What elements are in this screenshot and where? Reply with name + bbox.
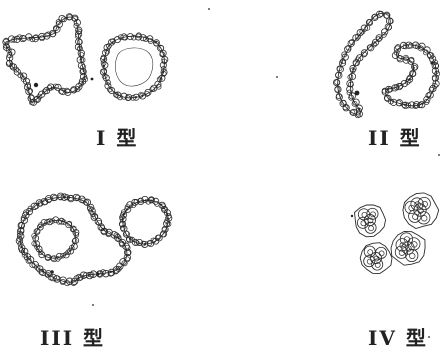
type-1-drawing	[0, 5, 222, 115]
speck	[276, 76, 278, 78]
type-4-panel: IV 型	[222, 172, 444, 345]
speck	[208, 8, 210, 10]
speck	[428, 336, 430, 338]
type-2-panel: II 型	[222, 0, 444, 172]
type-4-drawing	[222, 172, 444, 292]
type-1-caption: I 型	[96, 122, 138, 151]
type-3-caption: III 型	[40, 322, 105, 351]
type-1-panel: I 型	[0, 0, 222, 172]
type-3-drawing	[0, 172, 222, 292]
type-3-panel: III 型	[0, 172, 222, 345]
type-2-caption: II 型	[368, 122, 422, 151]
speck	[92, 304, 94, 306]
type-2-drawing	[222, 5, 444, 125]
type-4-caption: IV 型	[368, 322, 428, 351]
speck	[438, 154, 440, 156]
